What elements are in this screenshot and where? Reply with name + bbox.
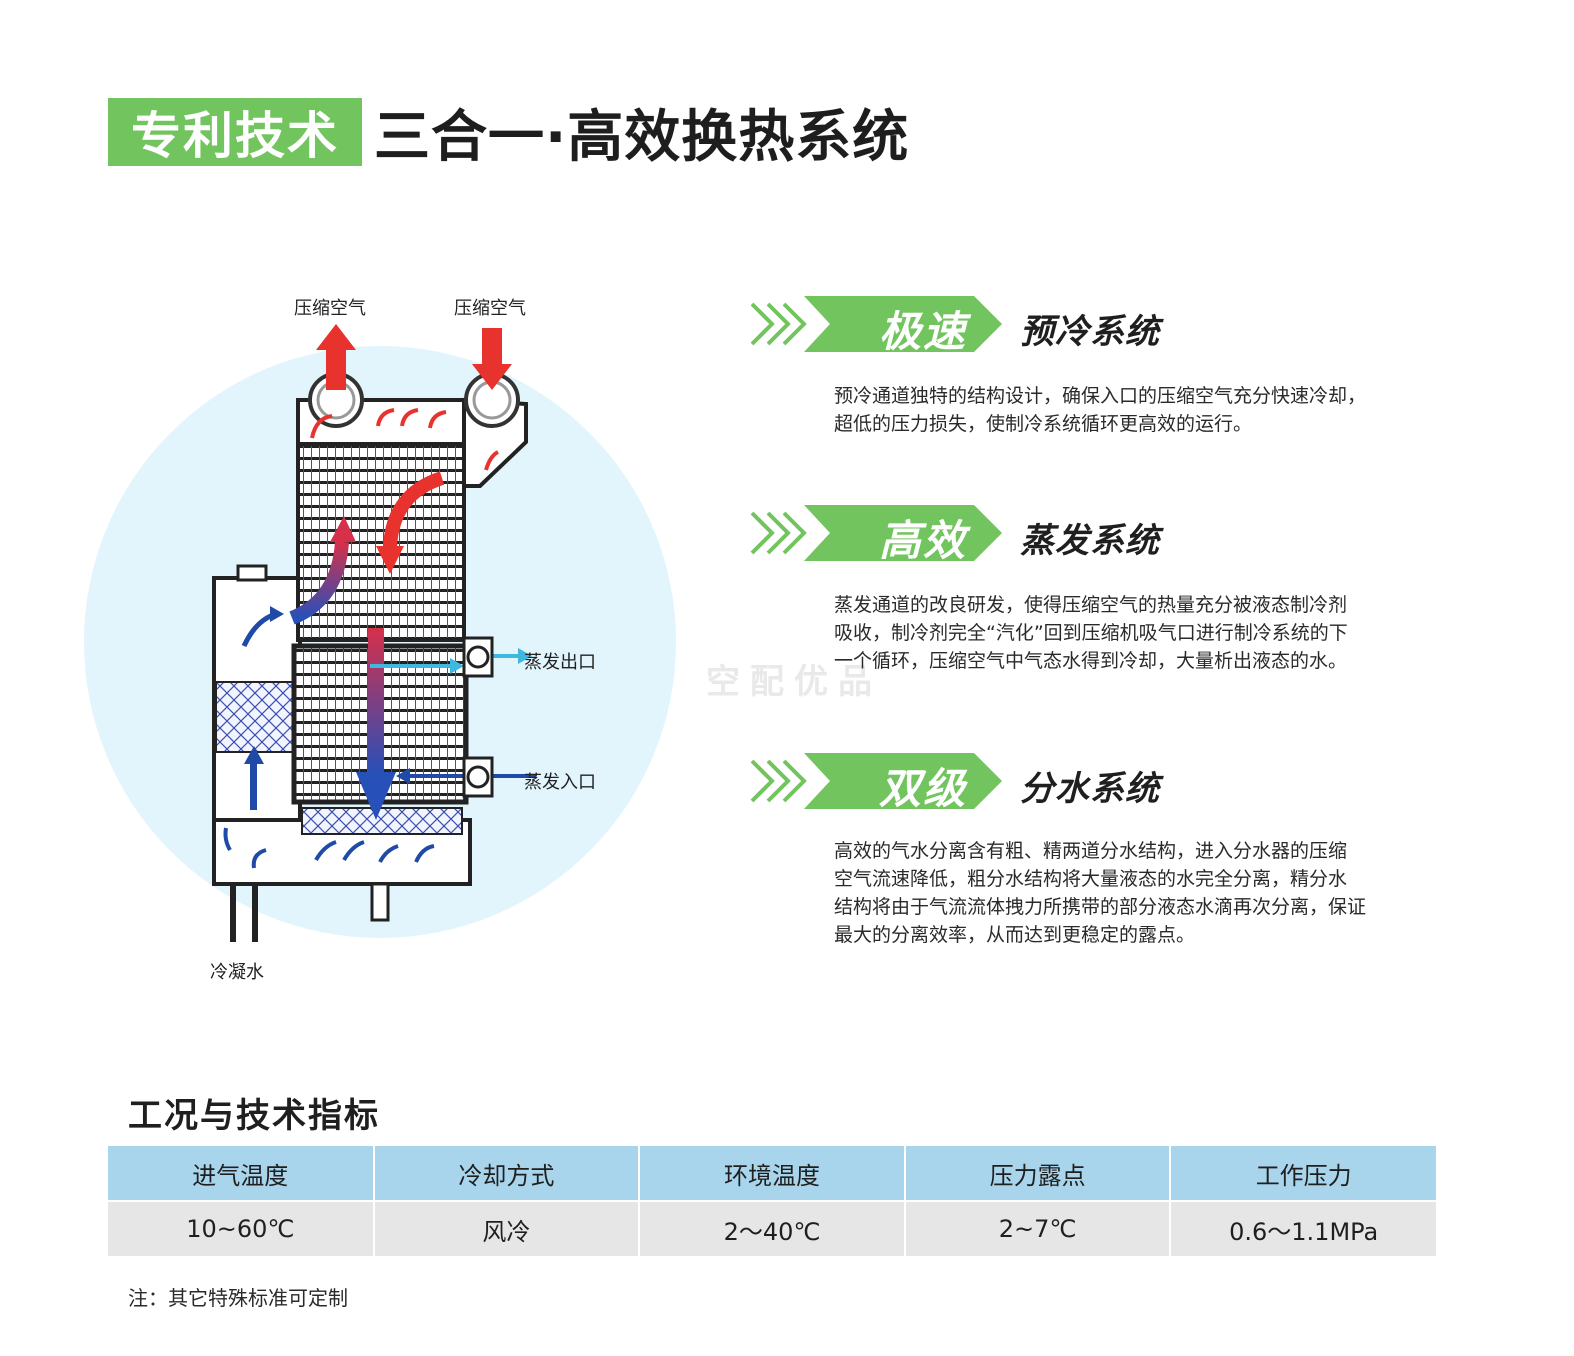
feature-banner: 极速 预冷系统: [748, 294, 1468, 356]
feature-description: 蒸发通道的改良研发，使得压缩空气的热量充分被液态制冷剂 吸收，制冷剂完全“汽化”…: [834, 591, 1454, 675]
evaporator-ports: [462, 636, 494, 798]
header-dew-point: 压力露点: [904, 1146, 1172, 1201]
feature-evaporation: 高效 蒸发系统 蒸发通道的改良研发，使得压缩空气的热量充分被液态制冷剂 吸收，制…: [748, 503, 1468, 672]
desc-line: 高效的气水分离含有粗、精两道分水结构，进入分水器的压缩: [834, 840, 1348, 862]
specs-table: 进气温度 冷却方式 环境温度 压力露点 工作压力 10~60℃ 风冷 2～40℃…: [108, 1146, 1436, 1256]
header-ambient-temp: 环境温度: [639, 1146, 906, 1201]
desc-line: 空气流速降低，粗分水结构将大量液态的水完全分离，精分水: [834, 868, 1348, 890]
air-inlet-arrow: [472, 328, 512, 390]
label-evap-in: 蒸发入口: [524, 772, 596, 793]
page-title: 三合一·高效换热系统: [374, 104, 910, 170]
value-dew-point: 2~7℃: [904, 1200, 1172, 1256]
feature-banner: 高效 蒸发系统: [748, 503, 1468, 565]
desc-line: 超低的压力损失，使制冷系统循环更高效的运行。: [834, 413, 1253, 435]
feature-keyword: 双级: [878, 764, 967, 813]
chevron-banner-icon: [750, 753, 1002, 809]
header-working-pressure: 工作压力: [1170, 1146, 1436, 1201]
header-cooling-method: 冷却方式: [373, 1146, 641, 1201]
fine-mesh: [301, 807, 463, 835]
heat-exchanger-diagram: 压缩空气 压缩空气 蒸发出口 蒸发入口 冷凝水: [80, 280, 700, 1000]
diagram-drawing: [84, 324, 676, 942]
feature-description: 预冷通道独特的结构设计，确保入口的压缩空气充分快速冷却， 超低的压力损失，使制冷…: [834, 382, 1454, 438]
desc-line: 预冷通道独特的结构设计，确保入口的压缩空气充分快速冷却，: [834, 385, 1367, 407]
feature-keyword: 高效: [878, 516, 967, 565]
value-inlet-temp: 10~60℃: [108, 1200, 375, 1256]
coarse-mesh: [215, 681, 299, 753]
value-ambient-temp: 2～40℃: [639, 1200, 906, 1256]
feature-system: 分水系统: [1020, 769, 1160, 809]
rising-air-arrow: [289, 541, 349, 625]
feature-system: 蒸发系统: [1020, 521, 1160, 561]
hot-air-arrow: [383, 471, 445, 549]
bottom-flow-arrows: [223, 827, 435, 869]
feature-banner: 双级 分水系统: [748, 751, 1468, 813]
value-cooling-method: 风冷: [373, 1200, 641, 1256]
feature-precool: 极速 预冷系统 预冷通道独特的结构设计，确保入口的压缩空气充分快速冷却， 超低的…: [748, 294, 1468, 435]
top-flow-arrows: [310, 408, 500, 471]
feature-keyword: 极速: [878, 307, 967, 356]
feature-system: 预冷系统: [1020, 312, 1160, 352]
value-working-pressure: 0.6～1.1MPa: [1170, 1200, 1436, 1256]
specs-title: 工况与技术指标: [128, 1096, 380, 1136]
header-inlet-temp: 进气温度: [108, 1146, 375, 1201]
descending-air-arrow: [368, 628, 384, 774]
desc-line: 蒸发通道的改良研发，使得压缩空气的热量充分被液态制冷剂: [834, 594, 1348, 616]
specs-header-row: 进气温度 冷却方式 环境温度 压力露点 工作压力: [108, 1146, 1436, 1201]
feature-description: 高效的气水分离含有粗、精两道分水结构，进入分水器的压缩 空气流速降低，粗分水结构…: [834, 837, 1454, 949]
label-condensate: 冷凝水: [210, 962, 264, 983]
desc-line: 结构将由于气流流体拽力所携带的部分液态水滴再次分离，保证: [834, 896, 1367, 918]
air-outlet-arrow: [316, 324, 356, 390]
chevron-banner-icon: [750, 296, 1002, 352]
chevron-banner-icon: [750, 505, 1002, 561]
label-evap-out: 蒸发出口: [524, 652, 596, 673]
desc-line: 一个循环，压缩空气中气态水得到冷却，大量析出液态的水。: [834, 650, 1348, 672]
footnote: 注：其它特殊标准可定制: [128, 1286, 348, 1310]
header-tag: 专利技术: [108, 98, 362, 166]
desc-line: 最大的分离效率，从而达到更稳定的露点。: [834, 924, 1196, 946]
label-air-in: 压缩空气: [454, 298, 526, 319]
watermark: 空配优品: [706, 662, 882, 702]
specs-value-row: 10~60℃ 风冷 2～40℃ 2~7℃ 0.6～1.1MPa: [108, 1200, 1436, 1256]
desc-line: 吸收，制冷剂完全“汽化”回到压缩机吸气口进行制冷系统的下: [834, 622, 1348, 644]
feature-separation: 双级 分水系统 高效的气水分离含有粗、精两道分水结构，进入分水器的压缩 空气流速…: [748, 751, 1468, 946]
label-air-out: 压缩空气: [294, 298, 366, 319]
page-header: 专利技术 三合一·高效换热系统: [108, 98, 909, 170]
